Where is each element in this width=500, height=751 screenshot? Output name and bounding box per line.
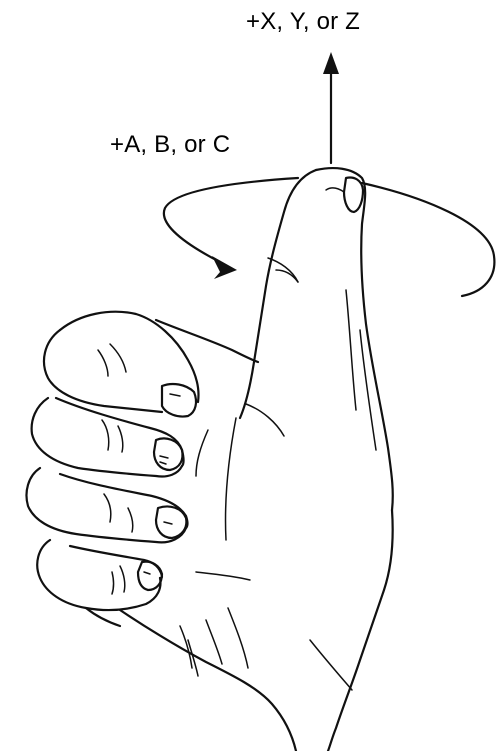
little-finger	[37, 540, 162, 626]
middle-finger	[32, 398, 184, 477]
thumb	[240, 168, 393, 510]
arrow-up-icon	[323, 52, 339, 163]
ring-finger	[27, 468, 188, 542]
palm	[120, 320, 393, 751]
circular-arrow-icon	[164, 178, 495, 296]
